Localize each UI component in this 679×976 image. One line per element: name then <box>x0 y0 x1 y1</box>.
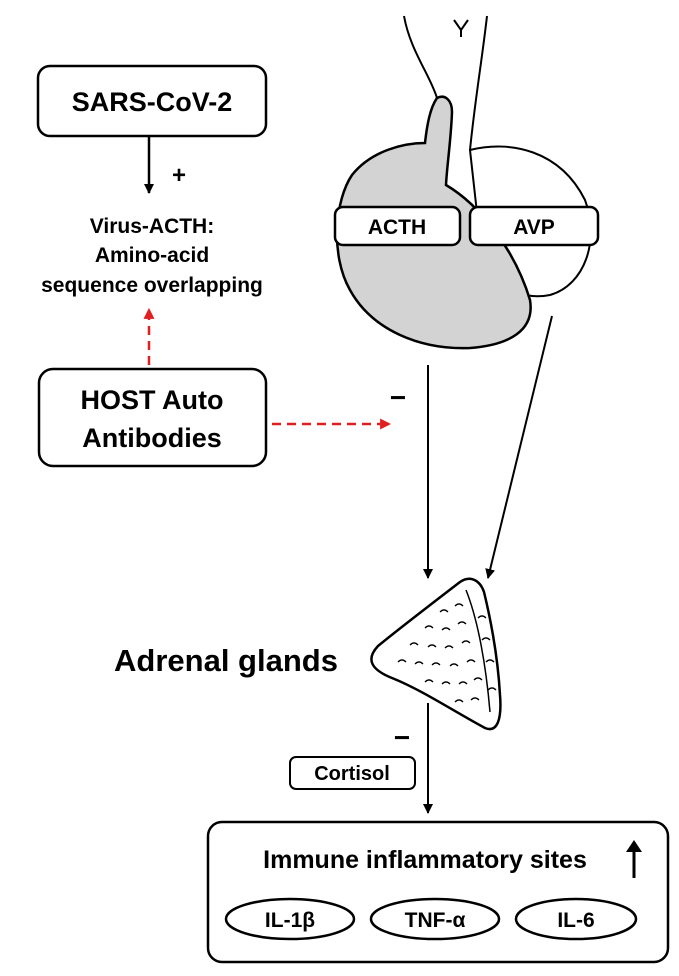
immune-sites-title: Immune inflammatory sites <box>263 846 587 874</box>
antibodies-line-1: HOST Auto <box>81 385 224 415</box>
sars-cov-2-box: SARS-CoV-2 <box>36 64 268 138</box>
cytokine-label: IL-6 <box>557 909 594 932</box>
cytokine-il1b: IL-1β <box>224 897 356 941</box>
cortisol-label: Cortisol <box>314 763 390 785</box>
cortisol-box: Cortisol <box>289 756 416 790</box>
adrenal-gland <box>370 577 502 731</box>
antibodies-line-2: Antibodies <box>82 423 222 453</box>
avp-label: AVP <box>513 216 555 239</box>
acth-label: ACTH <box>368 216 426 239</box>
minus-sign-cortisol: − <box>394 722 410 753</box>
plus-sign: + <box>172 162 186 189</box>
adrenal-texture <box>397 603 497 703</box>
minus-sign-pituitary: − <box>390 382 406 413</box>
adrenal-glands-label: Adrenal glands <box>114 643 338 678</box>
acth-label-box: ACTH <box>333 205 462 247</box>
overlap-line-1: Virus-ACTH: <box>90 215 214 238</box>
cytokine-label: IL-1β <box>265 909 315 932</box>
overlap-line-2: Amino-acid <box>95 244 209 267</box>
increase-arrow-icon <box>626 840 642 878</box>
avp-to-adrenal-arrow <box>485 315 553 579</box>
overlap-line-3: sequence overlapping <box>41 274 263 297</box>
overlap-text: Virus-ACTH: Amino-acid sequence overlapp… <box>41 215 263 297</box>
pituitary-gland: ACTH AVP <box>333 15 600 350</box>
sars-cov-2-label: SARS-CoV-2 <box>72 87 233 117</box>
cytokine-il6: IL-6 <box>514 897 638 941</box>
immune-sites-box: Immune inflammatory sites IL-1β TNF-α IL… <box>206 820 670 964</box>
cytokine-tnfa: TNF-α <box>369 897 501 941</box>
cytokine-label: TNF-α <box>405 909 466 932</box>
avp-label-box: AVP <box>468 205 600 247</box>
host-antibodies-box: HOST Auto Antibodies <box>37 367 268 468</box>
